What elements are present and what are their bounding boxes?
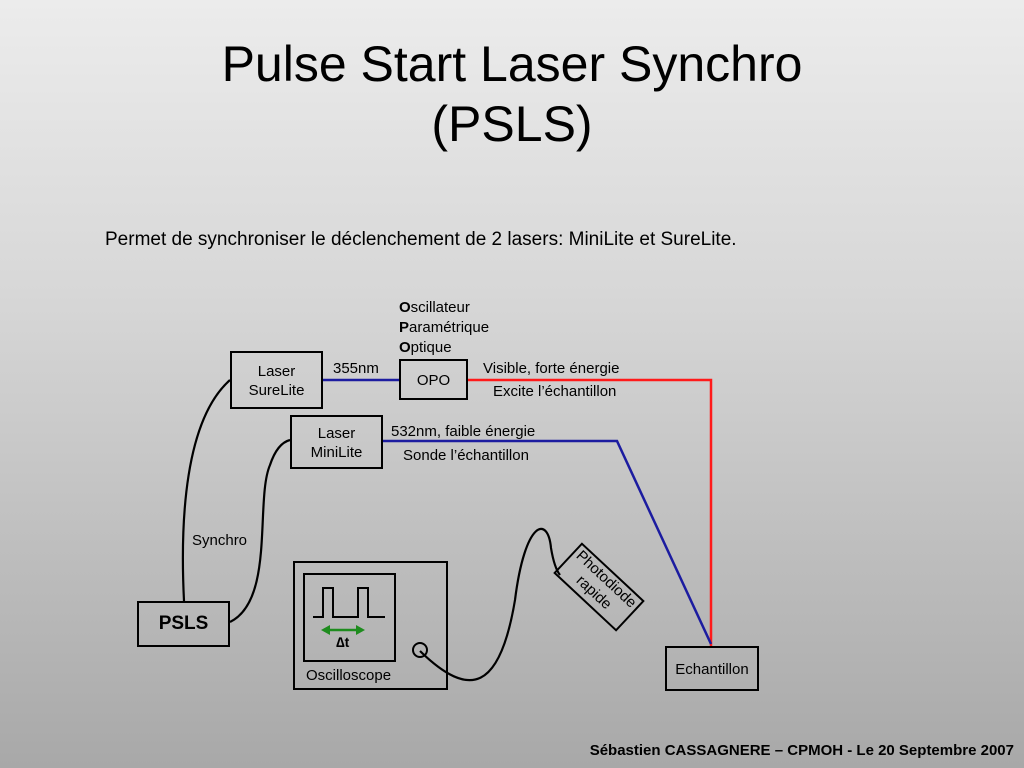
title-line-2: (PSLS) <box>431 96 593 152</box>
title-line-1: Pulse Start Laser Synchro <box>221 36 803 92</box>
opo-box: OPO <box>399 359 468 400</box>
echantillon-box: Echantillon <box>665 646 759 691</box>
opo-def-line-1: Oscillateur <box>399 299 470 316</box>
pulse-trace-icon <box>313 587 385 618</box>
laser-surelite-box: Laser SureLite <box>230 351 323 409</box>
probe-label-2: Sonde l’échantillon <box>403 447 529 464</box>
surelite-label-2: SureLite <box>248 382 305 399</box>
opo-def-line-3: Optique <box>399 339 452 356</box>
probe-label-1: 532nm, faible énergie <box>391 423 536 440</box>
oscilloscope-box <box>293 561 448 690</box>
synchro-label: Synchro <box>192 532 248 549</box>
minilite-label-1: Laser <box>317 425 356 442</box>
opo-definition: Oscillateur Paramétrique Optique <box>399 298 489 358</box>
synchro-cable-surelite <box>181 379 231 602</box>
beam-532nm <box>383 439 713 645</box>
oscilloscope-input-icon <box>412 642 428 658</box>
synchro-cable-minilite <box>229 438 291 623</box>
subtitle: Permet de synchroniser le déclenchement … <box>105 229 737 250</box>
laser-minilite-box: Laser MiniLite <box>290 415 383 469</box>
delta-t-arrowhead-left <box>321 625 330 635</box>
visible-label-2: Excite l’échantillon <box>493 383 617 400</box>
beam-visible <box>468 378 713 646</box>
oscilloscope-label: Oscilloscope <box>306 667 392 684</box>
psls-label: PSLS <box>158 613 209 634</box>
opo-def-line-2: Paramétrique <box>399 319 490 336</box>
opo-label: OPO <box>416 372 451 389</box>
delta-t-arrowhead-right <box>356 625 365 635</box>
page-title: Pulse Start Laser Synchro (PSLS) <box>0 34 1024 154</box>
psls-box: PSLS <box>137 601 230 647</box>
visible-label-1: Visible, forte énergie <box>483 360 620 377</box>
footer-credit: Sébastien CASSAGNERE – CPMOH - Le 20 Sep… <box>589 742 1014 759</box>
delta-t-label: ∆t <box>336 634 350 650</box>
minilite-label-2: MiniLite <box>310 444 363 461</box>
surelite-label-1: Laser <box>257 363 296 380</box>
photodiode-cable <box>419 527 561 682</box>
echantillon-label: Echantillon <box>675 661 749 678</box>
wavelength-355-label: 355nm <box>333 360 379 377</box>
oscilloscope-screen <box>303 573 396 662</box>
